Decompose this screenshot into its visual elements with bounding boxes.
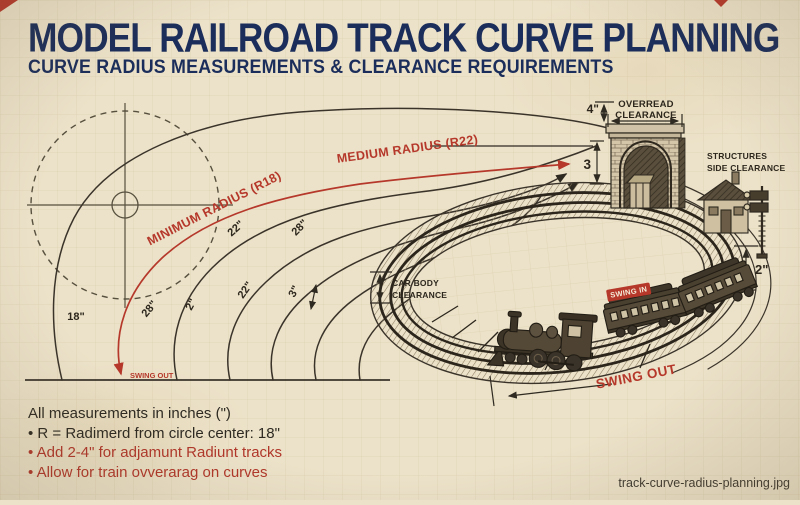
page-subtitle: CURVE RADIUS MEASUREMENTS & CLEARANCE RE…: [28, 57, 614, 78]
overhead-span-arrow: [607, 114, 683, 127]
page-title: MODEL RAILROAD TRACK CURVE PLANNING: [28, 16, 780, 62]
structures-clearance-label-2: SIDE CLEARANCE: [707, 163, 785, 173]
corner-mark-left: [0, 0, 18, 12]
paper-stain: [0, 360, 250, 500]
corner-mark-right: [714, 0, 728, 7]
paper-stain: [495, 0, 795, 150]
lineside-house: [696, 171, 756, 234]
tunnel-crate: [625, 174, 655, 209]
swing-in-badge: SWING IN: [606, 282, 652, 302]
image-filename: track-curve-radius-planning.jpg: [618, 476, 790, 490]
locomotive: [486, 310, 598, 372]
overhead-height-dim: [595, 101, 614, 123]
measurement-3-gap: 3": [286, 284, 302, 300]
overhead-clearance-label-2: CLEARANCE: [615, 110, 676, 121]
passenger-coach-1: [602, 283, 688, 338]
tunnel-gap-value: 3: [583, 157, 591, 172]
notes-block: All measurements in inches (") • R = Rad…: [28, 404, 282, 482]
measurement-2: 2": [183, 297, 199, 313]
tunnel-clearance-lines: [430, 140, 604, 185]
curve-outer: [52, 107, 609, 381]
red-radius-curve: [113, 159, 571, 376]
side-clearance-value: 2": [755, 262, 768, 277]
note-overhang: • Allow for train ovverarag on curves: [28, 463, 268, 481]
swing-out-label-small: SWING OUT: [130, 371, 174, 380]
car-body-clearance-label-1: CAR BODY: [392, 278, 439, 288]
car-body-clearance-dim: [370, 271, 392, 304]
structures-clearance-label-1: STRUCTURES: [707, 151, 767, 161]
passenger-coach-2: [677, 257, 759, 318]
car-body-clearance-label-2: CLEARANCE: [392, 290, 447, 300]
overhead-clearance-label-1: OVERREAD: [618, 99, 673, 110]
note-adjacent-tracks: • Add 2-4" for adjamunt Radiunt tracks: [28, 444, 283, 461]
measurement-18: 18": [67, 311, 84, 323]
note-units: All measurements in inches ("): [28, 405, 231, 422]
gap-dim-arrow: [309, 283, 318, 311]
signal-mast: [743, 186, 769, 259]
overhead-height-value: 4": [587, 102, 599, 116]
note-radius: • R = Radimerd from circle center: 18": [28, 424, 280, 442]
